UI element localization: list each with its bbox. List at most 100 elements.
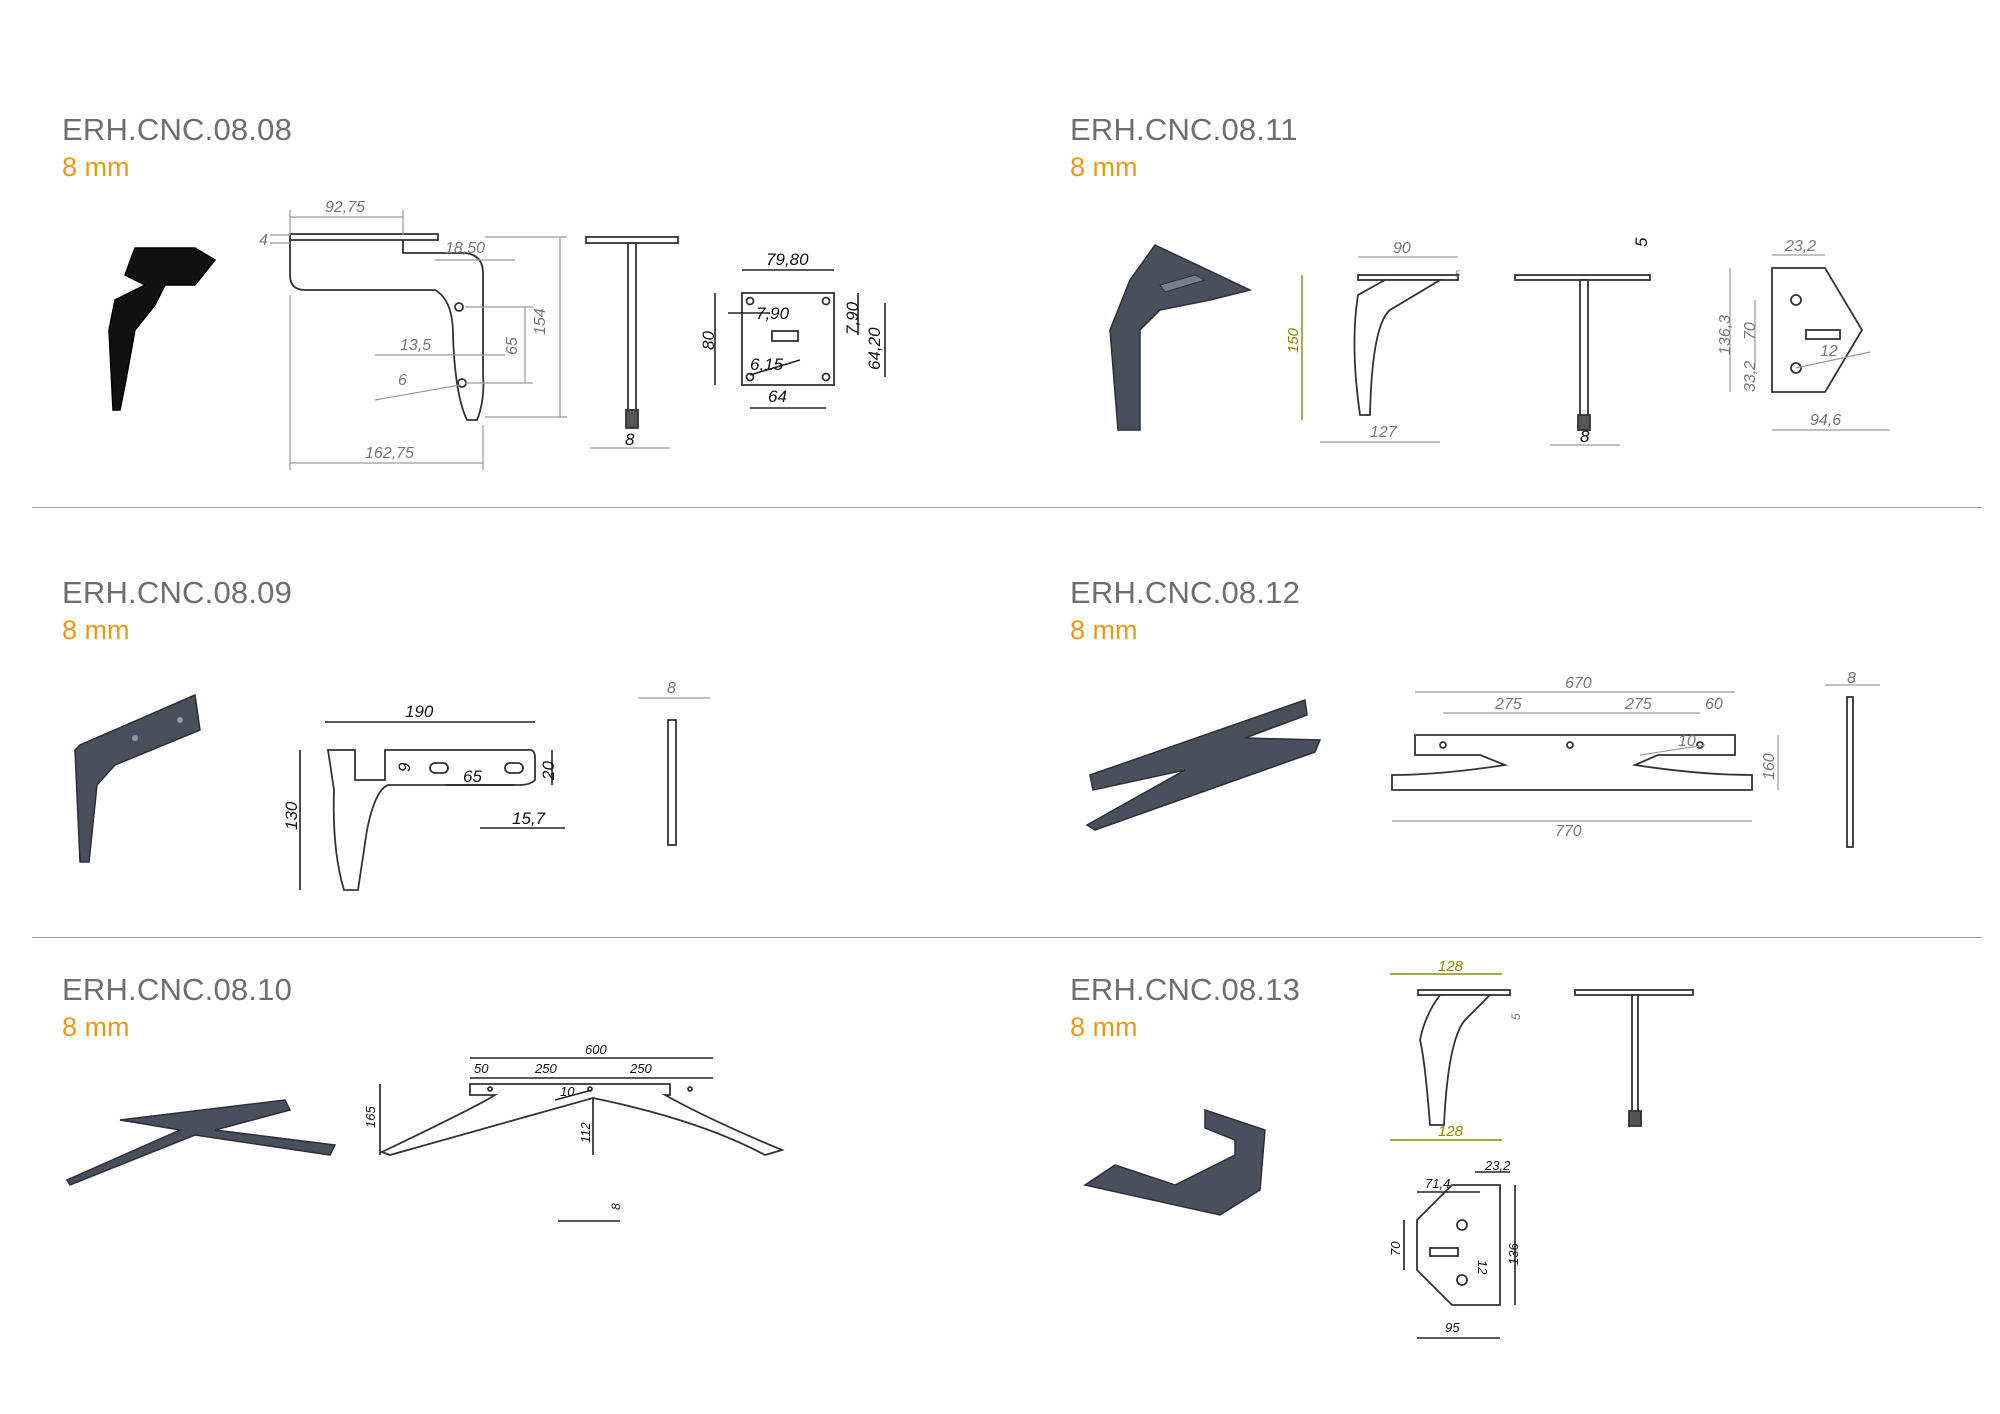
dim-label: 130 — [282, 801, 301, 830]
dim-label: 9 — [395, 762, 414, 772]
dim-label: 136 — [1506, 1243, 1521, 1265]
front-drawing-0813 — [1574, 989, 1694, 1127]
side-drawing-0809: 190 9 65 20 15,7 130 — [282, 702, 565, 891]
plate — [289, 233, 439, 241]
product-code-0813: ERH.CNC.08.13 — [1070, 972, 1301, 1007]
side-drawing-0810: 600 50 250 250 10 165 112 — [363, 1042, 785, 1156]
dim-label: 12 — [1820, 343, 1838, 360]
thickness-0810: 8 mm — [62, 1012, 130, 1042]
dim-label: 95 — [1445, 1320, 1460, 1335]
dim-label: 65 — [504, 337, 521, 355]
front-drawing-0810: 8 — [558, 1203, 623, 1222]
part-render-0811 — [1109, 244, 1253, 431]
front-drawing-0809: 8 — [638, 680, 710, 846]
dim-label: 162,75 — [365, 445, 414, 462]
side-drawing-0813: 128 5 128 — [1390, 958, 1523, 1141]
part-shape — [1083, 1108, 1266, 1216]
dim-label: 250 — [629, 1061, 652, 1076]
hole — [457, 378, 467, 388]
dim-label: 190 — [405, 702, 434, 721]
product-code-0810: ERH.CNC.08.10 — [62, 972, 293, 1007]
front-drawing-0812: 8 — [1825, 670, 1880, 848]
dim-label: 8 — [1580, 427, 1590, 446]
product-code-0808: ERH.CNC.08.08 — [62, 112, 293, 147]
section-divider — [32, 937, 1982, 938]
dim-label: 79,80 — [766, 250, 809, 269]
dim-label: 20 — [539, 761, 558, 781]
dim-label: 6,15 — [750, 355, 784, 374]
dim-label: 92,75 — [325, 199, 365, 216]
dim-label: 64,20 — [865, 327, 884, 370]
dim-label: 250 — [534, 1061, 557, 1076]
dim-label: 94,6 — [1810, 412, 1841, 429]
product-code-0812: ERH.CNC.08.12 — [1070, 575, 1301, 610]
dim-label: 15,7 — [512, 809, 546, 828]
side-drawing-0811: 90 5 150 127 — [1285, 240, 1461, 443]
thickness-0811: 8 mm — [1070, 152, 1138, 182]
side-drawing-1812: 670 275 275 60 10 160 770 — [1391, 675, 1779, 840]
dim-label: 136,3 — [1717, 315, 1734, 355]
dim-label: 7,90 — [843, 301, 862, 335]
dim-label: 165 — [363, 1106, 378, 1128]
dim-label: 10 — [560, 1084, 575, 1099]
dim-label: 65 — [463, 767, 482, 786]
dim-label: 10 — [1678, 733, 1696, 750]
dim-label: 5 — [1509, 1013, 1523, 1020]
dim-label: 23,2 — [1784, 238, 1816, 255]
dim-label: 33,2 — [1742, 361, 1759, 392]
part-render-0809 — [74, 693, 201, 863]
dim-label: 23,2 — [1484, 1158, 1511, 1173]
dim-label: 7,90 — [756, 304, 790, 323]
part-shape — [1109, 244, 1253, 431]
dim-label: 8 — [1847, 670, 1856, 687]
dim-label: 12 — [1475, 1260, 1490, 1275]
part-outline — [289, 238, 485, 421]
dim-label: 6 — [398, 372, 407, 389]
part-render-0812 — [1085, 698, 1322, 831]
top-drawing-0808: 79,80 7,90 7,90 80 6,15 64,20 64 — [699, 250, 886, 409]
dim-label: 128 — [1438, 958, 1464, 975]
dim-label: 8 — [667, 680, 676, 697]
dim-label: 4 — [259, 232, 268, 249]
dim-label: 770 — [1555, 823, 1582, 840]
part-shape — [65, 1099, 337, 1186]
front-drawing-0811: 8 5 — [1514, 237, 1651, 446]
dim-label: 127 — [1370, 424, 1398, 441]
dim-label: 600 — [585, 1042, 607, 1057]
product-code-0811: ERH.CNC.08.11 — [1070, 112, 1298, 147]
dim-label: 18,50 — [445, 240, 485, 257]
dim-label: 5 — [1632, 237, 1651, 247]
dim-label: 670 — [1565, 675, 1592, 692]
top-drawing-0811: 23,2 136,3 70 33,2 12 94,6 — [1717, 238, 1890, 431]
dim-label: 80 — [699, 331, 718, 350]
dim-label: 154 — [532, 308, 549, 335]
dim-label: 275 — [1624, 696, 1652, 713]
dim-label: 5 — [1455, 269, 1461, 279]
section-divider — [32, 507, 1982, 508]
part-render-0813 — [1083, 1108, 1266, 1216]
dim-label: 150 — [1285, 327, 1302, 353]
part-shape — [1085, 698, 1322, 831]
part-shape — [108, 247, 217, 411]
dim-label: 64 — [768, 387, 787, 406]
dim-label: 71,4 — [1425, 1176, 1450, 1191]
dim-label: 60 — [1705, 696, 1723, 713]
thickness-0809: 8 mm — [62, 615, 130, 645]
dim-label: 160 — [1761, 753, 1778, 780]
thickness-0808: 8 mm — [62, 152, 130, 182]
dim-label: 8 — [625, 430, 635, 449]
thickness-0813: 8 mm — [1070, 1012, 1138, 1042]
thickness-0812: 8 mm — [1070, 615, 1138, 645]
dim-label: 70 — [1742, 322, 1759, 340]
top-drawing-0813: 23,2 71,4 70 12 136 95 — [1388, 1158, 1521, 1339]
dim-label: 275 — [1494, 696, 1522, 713]
dim-label: 13,5 — [400, 337, 431, 354]
dim-label: 70 — [1388, 1241, 1403, 1256]
hole — [454, 302, 464, 312]
dim-label: 50 — [474, 1061, 489, 1076]
side-drawing-0808: 92,75 18,50 4 154 65 13,5 6 162,75 — [259, 199, 567, 470]
part-render-0810 — [65, 1099, 337, 1186]
dim-label: 8 — [609, 1203, 623, 1210]
dim-label: 90 — [1393, 240, 1411, 257]
product-code-0809: ERH.CNC.08.09 — [62, 575, 293, 610]
